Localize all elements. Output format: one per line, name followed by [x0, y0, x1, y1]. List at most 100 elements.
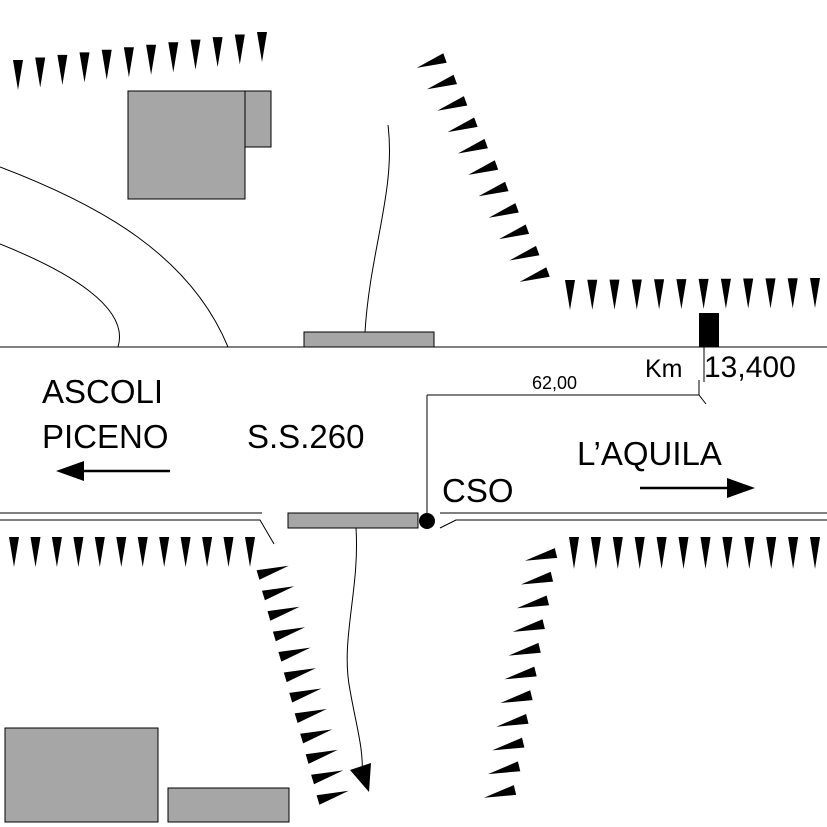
cso-point-icon — [419, 513, 435, 529]
building-main-north — [127, 90, 246, 200]
curve-outer — [0, 166, 229, 348]
embankment-tick — [427, 74, 457, 90]
road-edge-south-right-return — [439, 519, 827, 529]
embankment-tick — [416, 53, 447, 68]
km-value: 13,400 — [704, 351, 796, 384]
embankment-tick — [137, 537, 148, 567]
embankment-tick — [447, 117, 478, 133]
embankment-tick — [496, 714, 529, 727]
embankment-tick — [168, 42, 179, 73]
embankment-tick — [257, 32, 267, 62]
embankment-tick — [35, 57, 46, 88]
culvert-north — [303, 331, 435, 348]
embankment-tick — [612, 537, 623, 569]
embankment-tick — [283, 668, 316, 683]
embankment-tick — [159, 537, 170, 567]
stream-south — [346, 527, 363, 776]
embankment-tick — [520, 571, 554, 585]
stream-north — [364, 124, 391, 333]
embankment-tick — [720, 278, 731, 309]
direction-right: L’AQUILA — [577, 435, 722, 472]
embankment-tick — [457, 138, 488, 154]
embankment-tick — [678, 537, 689, 569]
embankment-tick — [437, 96, 468, 111]
streams — [0, 124, 391, 776]
embankment-tick — [278, 647, 311, 662]
dimension-line — [426, 380, 707, 520]
embankment-tick — [512, 619, 545, 632]
embankment-tick — [766, 537, 777, 569]
building-south-west — [4, 727, 159, 823]
embankment-tick — [123, 47, 134, 78]
direction-left-line2: PICENO — [42, 418, 169, 455]
embankment-tick — [656, 537, 667, 569]
embankment-tick — [30, 537, 41, 567]
embankment-tick — [504, 666, 537, 680]
embankment-tick — [590, 537, 601, 569]
embankment-tick — [180, 537, 191, 567]
embankment-tick — [499, 224, 530, 240]
embankment-ticks — [9, 32, 820, 805]
embankment-tick — [722, 537, 733, 569]
embankment-tick — [94, 537, 105, 567]
embankment-tick — [609, 279, 620, 310]
embankment-tick — [478, 181, 509, 197]
embankment-tick — [509, 245, 540, 261]
embankment-tick — [202, 537, 213, 567]
embankment-tick — [9, 537, 19, 567]
embankment-tick — [73, 537, 84, 567]
embankment-tick — [788, 537, 799, 569]
embankment-tick — [294, 709, 327, 723]
embankment-tick — [272, 627, 305, 642]
embankment-tick — [190, 39, 201, 70]
cso-label: CSO — [442, 472, 514, 509]
embankment-tick — [311, 770, 344, 785]
distance-label: 62,00 — [532, 373, 577, 393]
embankment-tick — [492, 737, 525, 751]
embankment-tick — [516, 595, 549, 609]
embankment-tick — [787, 278, 798, 309]
km-marker-icon — [699, 313, 719, 347]
road-edge-south-left-return — [0, 519, 275, 545]
embankment-tick — [565, 280, 575, 310]
embankment-tick — [305, 749, 338, 764]
embankment-tick — [488, 761, 521, 775]
embankment-tick — [519, 267, 550, 282]
embankment-tick — [654, 279, 665, 310]
embankment-tick — [262, 586, 295, 601]
arrow-left-icon — [56, 461, 170, 481]
embankment-tick — [468, 160, 499, 175]
arrow-right-icon — [640, 478, 755, 498]
embankment-tick — [101, 49, 112, 80]
embankment-tick — [212, 37, 223, 68]
embankment-tick — [79, 52, 90, 83]
embankment-tick — [234, 34, 245, 65]
embankment-tick — [500, 690, 533, 703]
embankment-tick — [51, 537, 62, 567]
road-name: S.S.260 — [247, 418, 364, 455]
embankment-tick — [676, 279, 687, 310]
embankment-tick — [587, 279, 598, 310]
embankment-tick — [267, 606, 300, 621]
embankment-tick — [116, 537, 127, 567]
embankment-tick — [488, 203, 519, 218]
embankment-tick — [256, 565, 289, 580]
embankment-tick — [744, 537, 755, 569]
embankment-tick — [810, 278, 820, 308]
embankment-tick — [765, 278, 776, 309]
embankment-tick — [57, 54, 68, 85]
building-annex-north — [244, 90, 272, 148]
embankment-tick — [223, 537, 234, 567]
embankment-tick — [289, 688, 322, 703]
buildings — [4, 90, 290, 823]
embankment-tick — [245, 537, 255, 567]
embankment-tick — [146, 44, 157, 75]
km-prefix: Km — [645, 355, 683, 383]
embankment-tick — [810, 537, 820, 569]
embankment-tick — [316, 790, 349, 805]
embankment-tick — [698, 278, 709, 309]
direction-left-line1: ASCOLI — [42, 373, 163, 410]
building-south-small — [167, 787, 290, 823]
curve-inner — [0, 243, 120, 348]
